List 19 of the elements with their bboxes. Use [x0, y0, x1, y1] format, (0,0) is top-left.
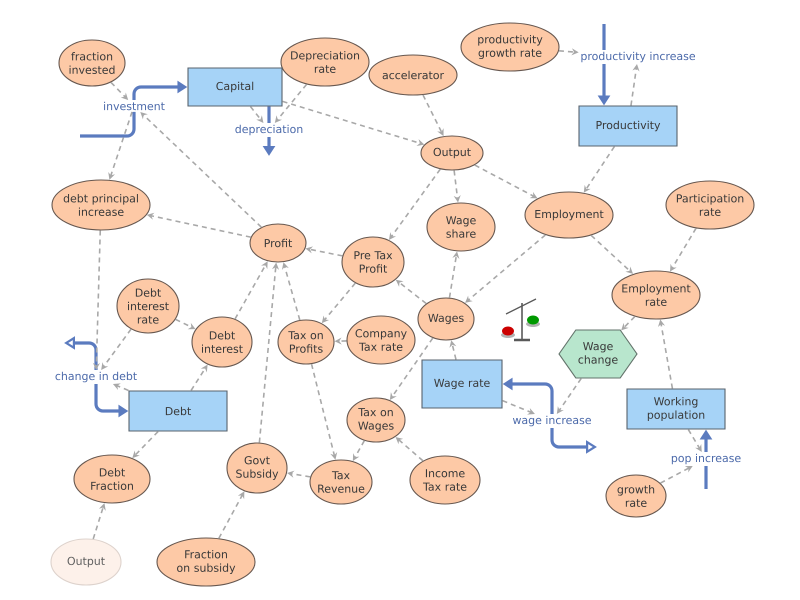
flow-label: depreciation	[235, 124, 302, 136]
flow-line	[80, 112, 136, 138]
link-arrow	[101, 328, 132, 370]
flow-line	[704, 466, 708, 489]
flow-label: pop increase	[672, 454, 741, 464]
stock-box: Working population	[626, 388, 726, 430]
flow-line	[267, 106, 271, 123]
stock-box: Wage rate	[421, 359, 503, 409]
stock-box: Debt	[128, 390, 228, 432]
link-arrow	[465, 234, 546, 303]
flow-label: change in debt	[56, 372, 137, 382]
flow-label: investment	[104, 102, 165, 110]
flow-label: wage increase	[512, 416, 591, 426]
link-arrow	[250, 106, 264, 123]
flow-line	[602, 24, 606, 50]
flow-label: productivity increase	[581, 52, 696, 62]
stock-box: Capital	[187, 67, 283, 107]
stock-box: Productivity	[578, 105, 678, 147]
hexagon-node: Wage change	[558, 329, 638, 379]
